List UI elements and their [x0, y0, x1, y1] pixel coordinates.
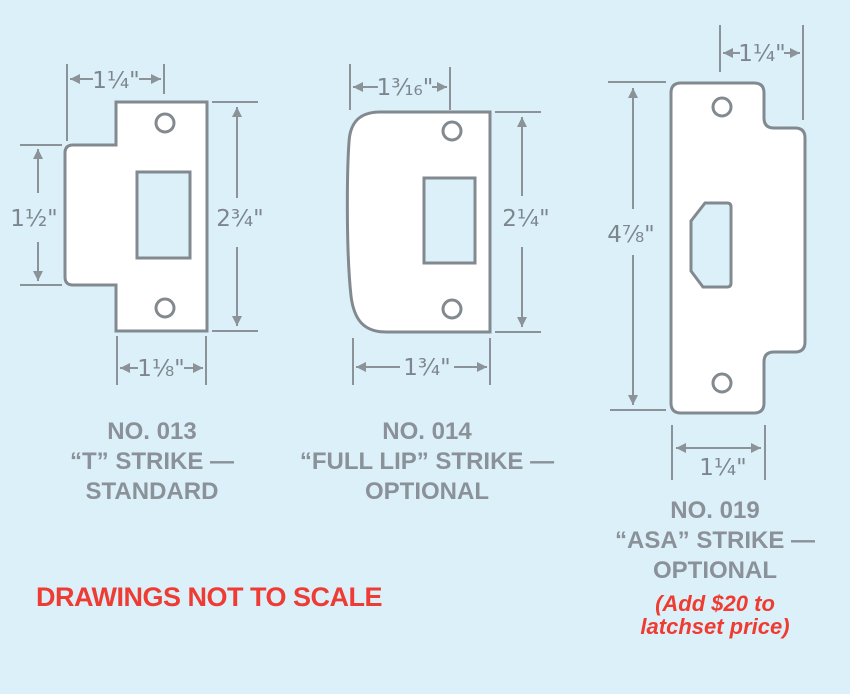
- caption-no-019-line3: OPTIONAL: [653, 557, 777, 584]
- asa-dim-left: 4⁷⁄₈": [607, 81, 666, 411]
- caption-no-014: NO. 014 “FULL LIP” STRIKE — OPTIONAL: [292, 417, 562, 507]
- asa-strike-latch-cutout: [689, 201, 733, 289]
- asa-dim-left-label: 4⁷⁄₈": [607, 222, 655, 248]
- not-to-scale-note: DRAWINGS NOT TO SCALE: [36, 582, 383, 612]
- asa-strike-outline: [669, 81, 807, 415]
- full-lip-dim-bottom-label: 1³⁄₄": [403, 355, 451, 381]
- full-lip-dim-right: 2¹⁄₄": [495, 111, 550, 333]
- t-strike-dim-left-label: 1¹⁄₂": [10, 206, 58, 232]
- caption-no-019: NO. 019 “ASA” STRIKE — OPTIONAL: [585, 496, 845, 586]
- asa-price-note-line1: (Add $20 to: [655, 591, 775, 616]
- t-strike-drawing: 1¹⁄₄" 1¹⁄₂" 2³⁄₄": [10, 64, 264, 385]
- caption-no-013-line2: “T” STRIKE —: [69, 448, 234, 475]
- caption-no-019-line2: “ASA” STRIKE —: [614, 527, 815, 554]
- t-strike-dim-bottom: 1¹⁄₈": [116, 336, 207, 385]
- asa-dim-top: 1¹⁄₄": [719, 25, 804, 120]
- full-lip-dim-top: 1³⁄₁₆": [349, 64, 451, 110]
- asa-price-note-line2: latchset price): [640, 614, 790, 639]
- asa-strike-drawing: 1¹⁄₄" 4⁷⁄₈" 1¹⁄₄": [607, 25, 807, 481]
- t-strike-dim-top-label: 1¹⁄₄": [92, 68, 140, 94]
- caption-no-014-line1: NO. 014: [382, 418, 472, 445]
- t-strike-dim-left: 1¹⁄₂": [10, 144, 62, 286]
- full-lip-strike-screw-hole-top: [441, 120, 463, 142]
- full-lip-dim-top-label: 1³⁄₁₆": [377, 75, 434, 101]
- full-lip-strike-screw-hole-bottom: [441, 298, 463, 320]
- asa-dim-bottom-label: 1¹⁄₄": [699, 455, 747, 481]
- t-strike-latch-cutout: [135, 170, 192, 260]
- full-lip-strike-drawing: 1³⁄₁₆" 2¹⁄₄" 1³⁄₄": [345, 64, 550, 385]
- asa-dim-top-label: 1¹⁄₄": [738, 41, 786, 67]
- caption-no-014-line3: OPTIONAL: [365, 478, 489, 505]
- asa-dim-bottom: 1¹⁄₄": [671, 425, 766, 481]
- t-strike-dim-bottom-label: 1¹⁄₈": [137, 356, 185, 382]
- full-lip-dim-right-label: 2¹⁄₄": [502, 206, 550, 232]
- caption-no-013: NO. 013 “T” STRIKE — STANDARD: [27, 417, 277, 507]
- asa-strike-screw-hole-top: [711, 96, 733, 118]
- t-strike-dim-right-label: 2³⁄₄": [216, 206, 264, 232]
- t-strike-screw-hole-bottom: [154, 297, 176, 319]
- full-lip-dim-bottom: 1³⁄₄": [352, 338, 491, 385]
- full-lip-strike-outline: [345, 110, 492, 334]
- asa-strike-screw-hole-bottom: [711, 372, 733, 394]
- caption-no-013-line1: NO. 013: [107, 418, 197, 445]
- caption-no-019-line1: NO. 019: [670, 497, 760, 524]
- caption-no-013-line3: STANDARD: [85, 478, 219, 505]
- asa-price-note: (Add $20 to latchset price): [585, 592, 845, 638]
- t-strike-dim-right: 2³⁄₄": [212, 101, 264, 332]
- t-strike-dim-top: 1¹⁄₄": [66, 64, 165, 141]
- full-lip-strike-latch-cutout: [422, 176, 477, 265]
- caption-no-014-line2: “FULL LIP” STRIKE —: [299, 448, 555, 475]
- t-strike-screw-hole-top: [154, 112, 176, 134]
